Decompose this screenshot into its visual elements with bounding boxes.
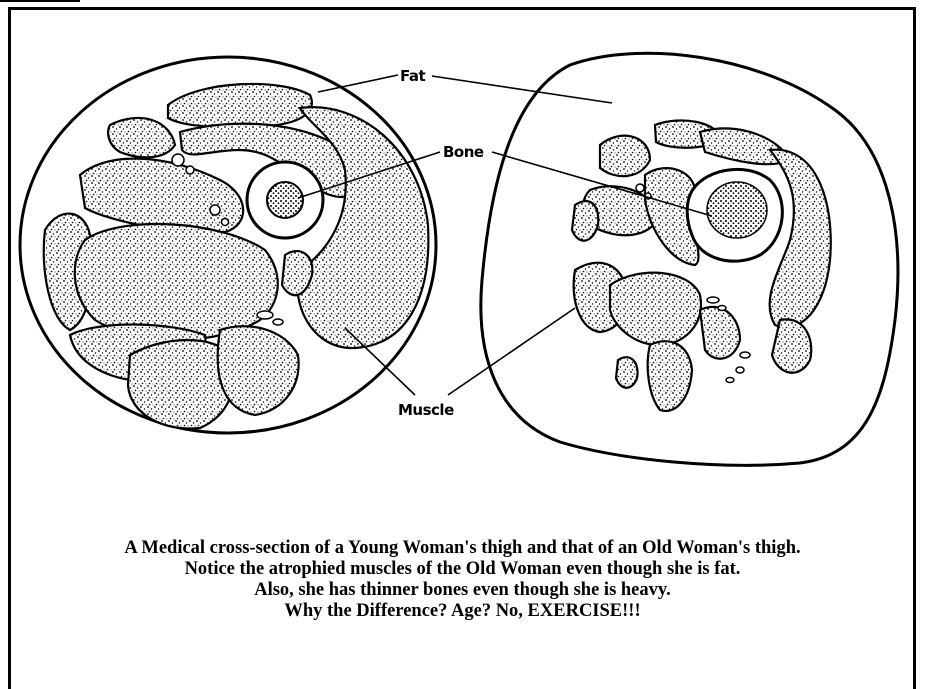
old-muscle-medial-1 <box>600 136 650 177</box>
muscle-label: Muscle <box>398 401 454 419</box>
caption-line-2: Notice the atrophied muscles of the Old … <box>0 559 925 580</box>
caption-line-4: Why the Difference? Age? No, EXERCISE!!! <box>0 601 925 622</box>
caption-line-3: Also, she has thinner bones even though … <box>0 580 925 601</box>
young-muscle-adductor <box>75 224 278 340</box>
old-thigh <box>481 53 898 465</box>
caption: A Medical cross-section of a Young Woman… <box>0 538 925 622</box>
bone-label: Bone <box>443 143 484 161</box>
caption-line-1: A Medical cross-section of a Young Woman… <box>0 538 925 559</box>
young-thigh <box>20 57 436 433</box>
old-bone <box>687 169 782 261</box>
old-muscle-small <box>616 357 638 388</box>
young-bone <box>247 162 323 238</box>
fat-label: Fat <box>400 67 425 85</box>
young-bone-marrow <box>267 182 303 218</box>
old-muscle-medial-3 <box>572 201 598 241</box>
old-bone-marrow <box>707 182 767 238</box>
